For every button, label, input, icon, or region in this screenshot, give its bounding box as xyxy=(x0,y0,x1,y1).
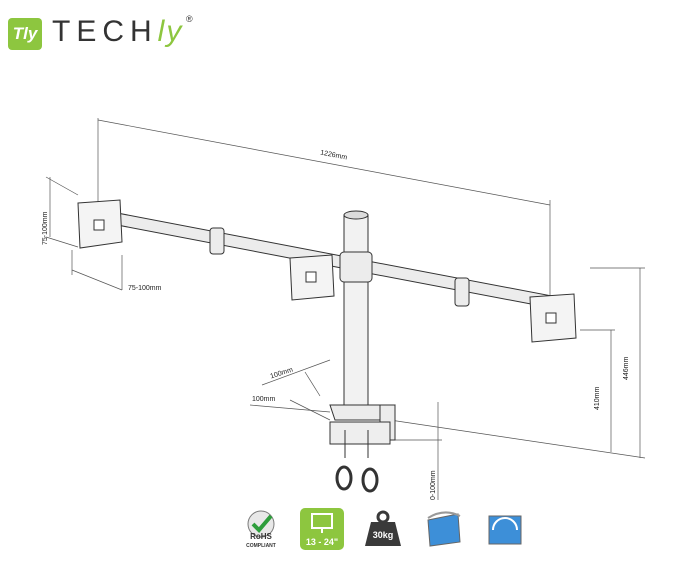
feature-icons: RoHS COMPLIANT 13 - 24" 30kg xyxy=(239,508,527,550)
center-hub xyxy=(339,251,373,283)
dim-line-vesa-horizontal xyxy=(71,269,123,291)
rotate-icon xyxy=(483,508,527,550)
rohs-icon: RoHS COMPLIANT xyxy=(239,508,283,550)
techly-logo-badge: Tly xyxy=(8,18,42,50)
rohs-label: RoHS xyxy=(250,532,272,541)
dim-base-width: 100mm xyxy=(252,396,276,403)
registered-mark: ® xyxy=(186,14,193,24)
rohs-sub-label: COMPLIANT xyxy=(246,543,276,549)
center-pole xyxy=(343,214,369,416)
dim-vesa-vertical: 75-100mm xyxy=(42,211,49,245)
weight-icon: 30kg xyxy=(361,508,405,550)
dim-vesa-horizontal: 75-100mm xyxy=(128,285,162,292)
right-arm-joint xyxy=(454,277,470,307)
clamp-ring-left xyxy=(335,465,353,491)
left-arm-joint xyxy=(209,227,225,255)
techly-logo-text: TECHly xyxy=(52,15,183,49)
logo-name-main: TECH xyxy=(52,15,158,48)
dim-clamp-range: 0-100mm xyxy=(430,470,437,500)
weight-label: 30kg xyxy=(372,530,394,540)
mount-technical-drawing xyxy=(45,118,646,500)
clamp-plate xyxy=(329,421,391,445)
dim-pole-height: 410mm xyxy=(594,386,601,410)
clamp-ring-right xyxy=(361,467,379,493)
logo-badge-text: Tly xyxy=(12,24,38,43)
right-arm-beam xyxy=(351,257,553,309)
screen-size-label: 13 - 24" xyxy=(305,537,339,547)
dim-line-total-width xyxy=(97,119,551,206)
logo-name-accent: ly xyxy=(157,15,184,48)
dim-total-height: 446mm xyxy=(623,356,630,380)
tilt-icon xyxy=(422,508,466,550)
screen-size-icon: 13 - 24" xyxy=(300,508,344,550)
